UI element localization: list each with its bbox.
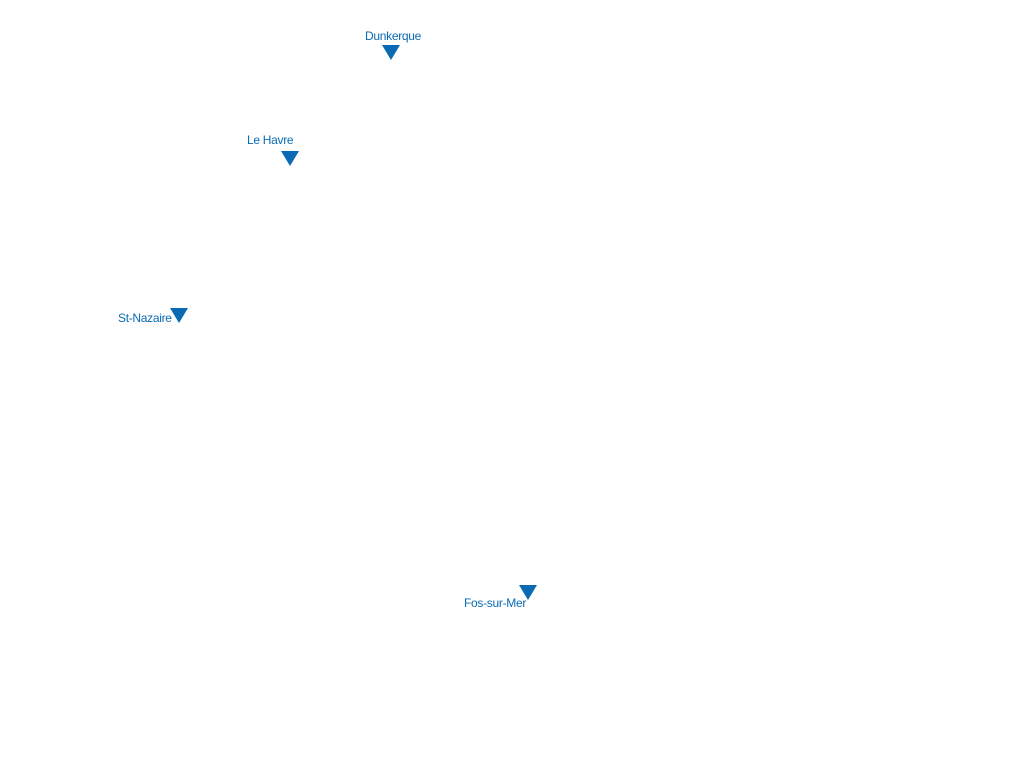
port-label-dunkerque: Dunkerque bbox=[365, 29, 422, 43]
triangle-down-icon[interactable] bbox=[519, 585, 537, 600]
port-label-fos-sur-mer: Fos-sur-Mer bbox=[464, 596, 527, 610]
triangle-down-icon[interactable] bbox=[170, 308, 188, 323]
port-label-le-havre: Le Havre bbox=[247, 133, 294, 147]
triangle-down-icon[interactable] bbox=[382, 45, 400, 60]
port-label-st-nazaire: St-Nazaire bbox=[118, 311, 172, 325]
triangle-down-icon[interactable] bbox=[281, 151, 299, 166]
